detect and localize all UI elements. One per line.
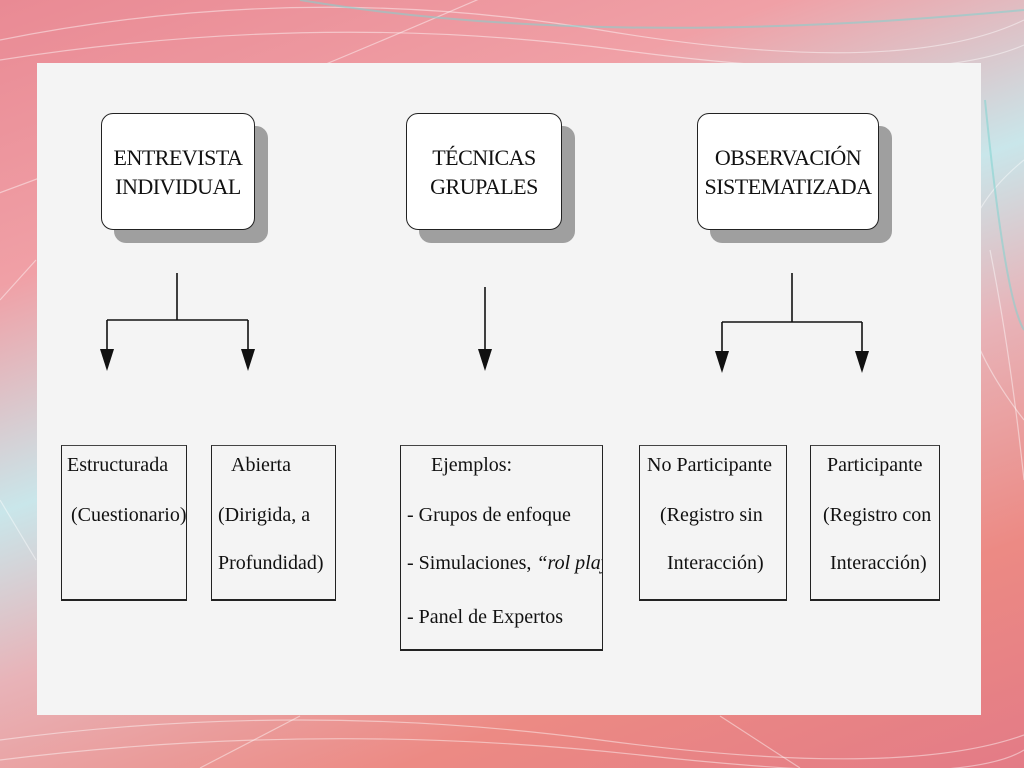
box-title: No Participante	[647, 454, 772, 476]
box-no-participante: No Participante (Registro sin Interacció…	[639, 445, 787, 601]
box-detail: (Dirigida, a	[218, 504, 311, 526]
header-line: OBSERVACIÓN	[714, 144, 862, 170]
box-detail: Interacción)	[667, 552, 764, 574]
box-detail: (Registro sin	[660, 504, 763, 526]
box-detail: Interacción)	[830, 552, 927, 574]
list-item-text: - Simulaciones,	[407, 552, 537, 574]
list-item: - Grupos de enfoque	[407, 504, 571, 526]
diagram-slide: ENTREVISTA INDIVIDUAL TÉCNICAS GRUPALES …	[37, 63, 981, 715]
box-detail: (Cuestionario)	[71, 504, 187, 526]
header-line: TÉCNICAS	[432, 144, 536, 170]
box-title: Abierta	[231, 454, 291, 476]
list-item: - Panel de Expertos	[407, 606, 564, 628]
list-item-italic-text: “rol playing	[536, 552, 602, 574]
header-line: ENTREVISTA	[113, 144, 243, 170]
arrowhead-icon	[100, 349, 114, 371]
header-line: INDIVIDUAL	[115, 173, 241, 199]
list-item: - Simulaciones, “rol playing	[407, 552, 602, 575]
arrowhead-icon	[715, 351, 729, 373]
arrowhead-icon	[478, 349, 492, 371]
box-title: Participante	[827, 454, 923, 476]
box-estructurada: Estructurada (Cuestionario)	[61, 445, 187, 601]
header-line: GRUPALES	[430, 173, 538, 199]
header-tecnicas-grupales: TÉCNICAS GRUPALES	[406, 113, 562, 230]
box-title: Estructurada	[67, 454, 169, 476]
box-abierta: Abierta (Dirigida, a Profundidad)	[211, 445, 336, 601]
arrowhead-icon	[241, 349, 255, 371]
box-ejemplos: Ejemplos: - Grupos de enfoque - Simulaci…	[400, 445, 603, 651]
connector-lines	[100, 273, 869, 373]
box-title: Ejemplos:	[431, 454, 513, 476]
header-observacion-sistematizada: OBSERVACIÓN SISTEMATIZADA	[697, 113, 879, 230]
header-line: SISTEMATIZADA	[704, 173, 872, 199]
header-entrevista-individual: ENTREVISTA INDIVIDUAL	[101, 113, 255, 230]
box-detail: (Registro con	[823, 504, 932, 526]
box-participante: Participante (Registro con Interacción)	[810, 445, 940, 601]
arrowhead-icon	[855, 351, 869, 373]
box-detail: Profundidad)	[218, 552, 324, 574]
